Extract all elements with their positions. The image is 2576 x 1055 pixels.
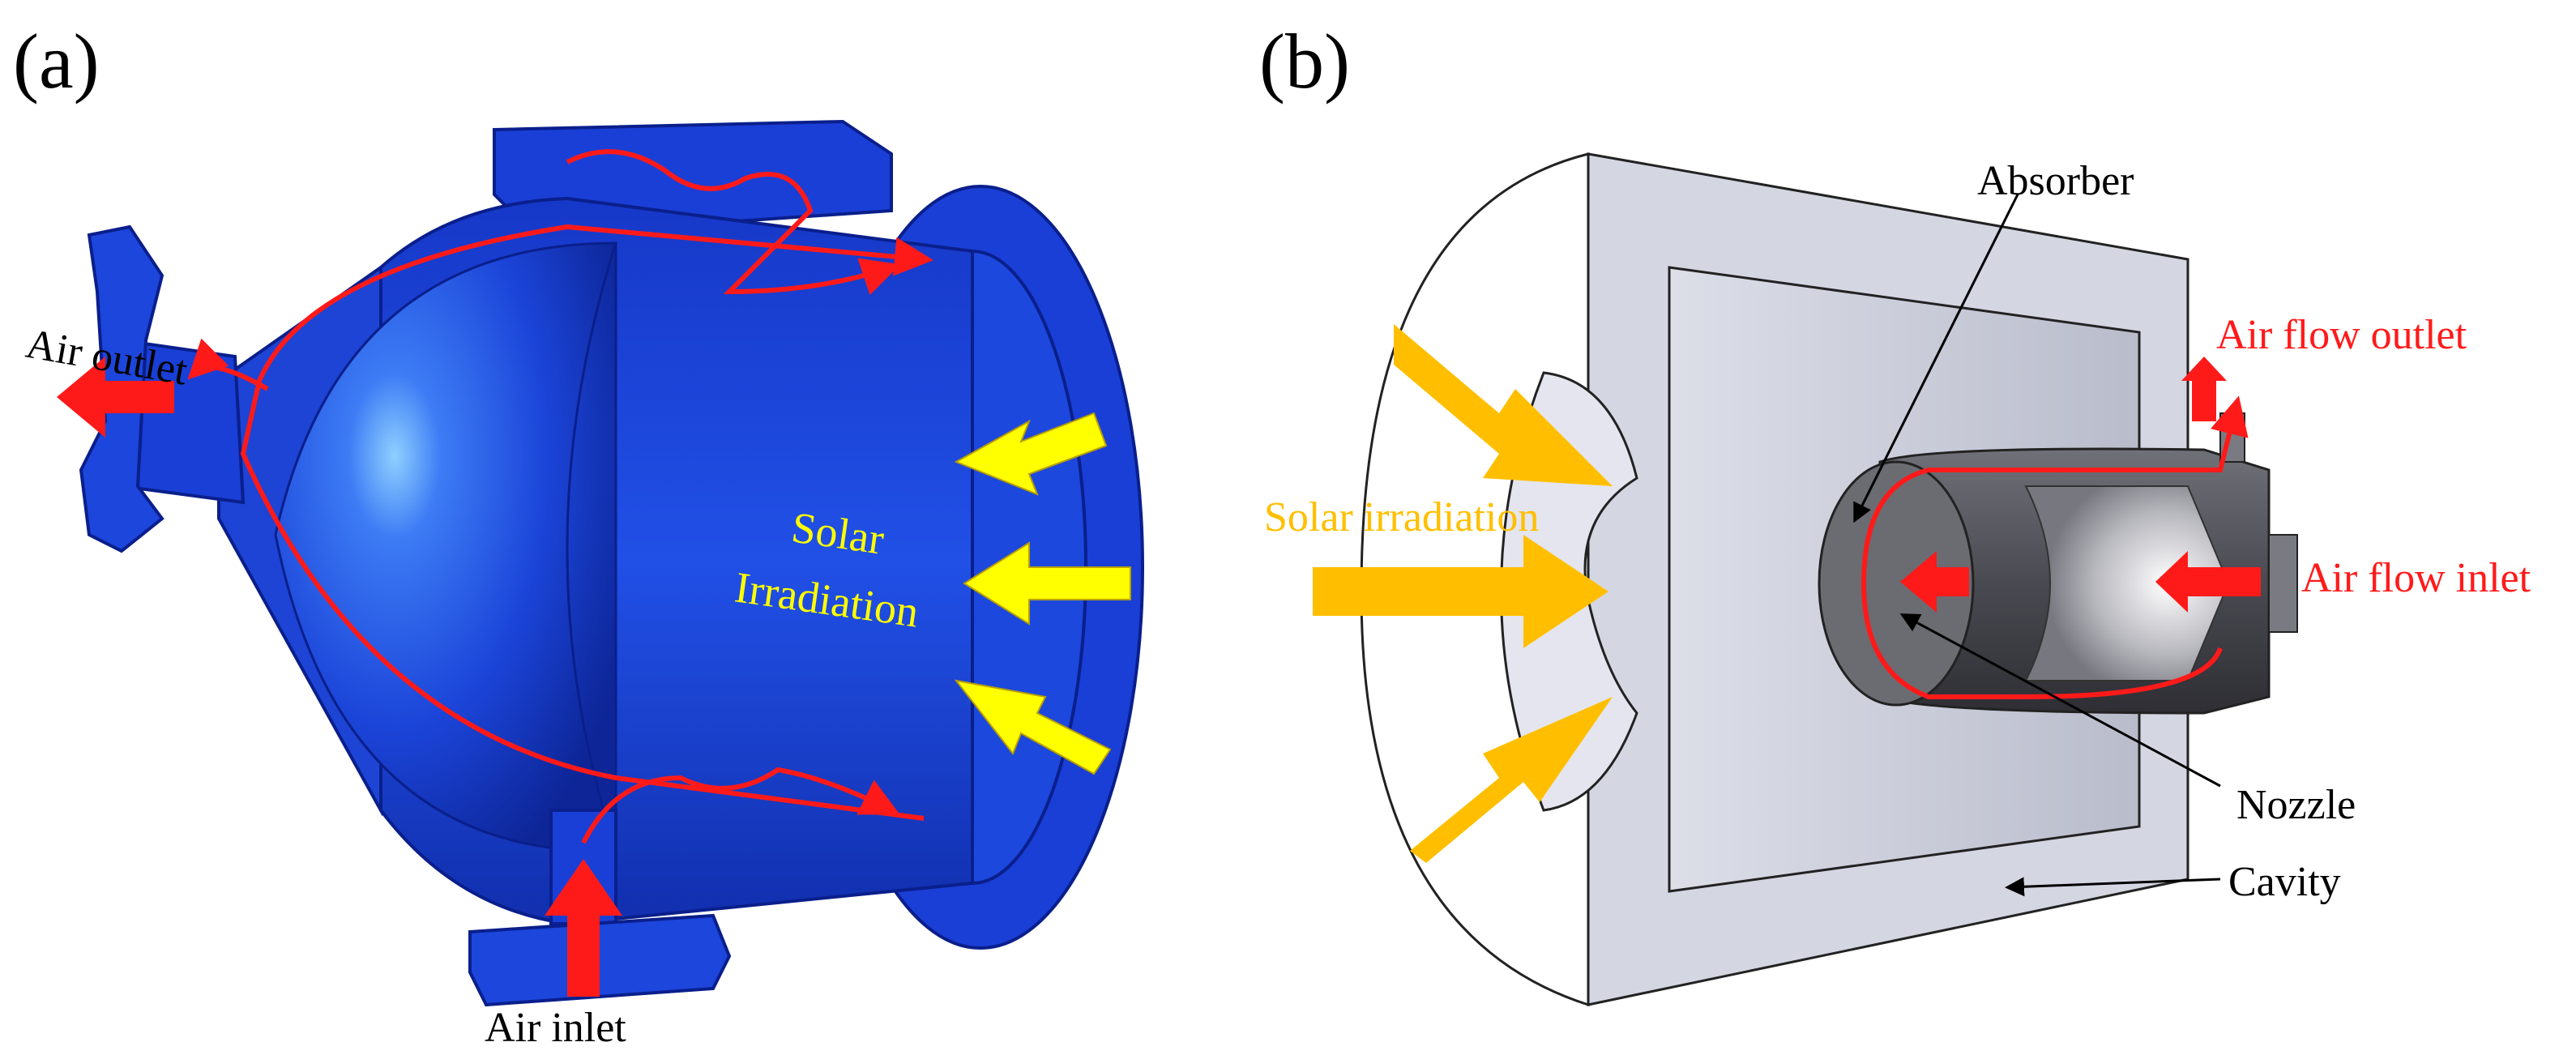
panel-a: (a): [13, 18, 1144, 1051]
air-outlet-arrow: [57, 357, 174, 438]
solar-arrows-b: [1313, 324, 1613, 863]
air-flow-outlet-arrow: [2181, 357, 2227, 421]
solar-arrow-a-2: [963, 541, 1131, 626]
solar-arrows-a: [954, 412, 1131, 775]
air-flow-outlet-label: Air flow outlet: [2216, 312, 2467, 358]
panel-b-label: (b): [1259, 18, 1350, 105]
solar-arrow-a-3: [954, 679, 1112, 775]
solar-arrow-b-2: [1313, 535, 1608, 648]
dome-seam: [566, 242, 617, 852]
nozzle-label: Nozzle: [2236, 782, 2356, 828]
panel-a-label: (a): [13, 18, 100, 105]
air-inlet-label: Air inlet: [485, 1005, 626, 1051]
panel-b: (b): [1259, 18, 2531, 1007]
flow-lines-b: [1860, 395, 2249, 699]
flow-path-loop-bottom: [581, 767, 900, 844]
solar-arrow-a-1: [954, 412, 1108, 496]
flow-path-lower: [240, 224, 933, 821]
solar-arrow-b-3: [1410, 697, 1613, 863]
air-flow-inlet-arrow: [2155, 551, 2261, 613]
flow-path-to-outlet: [187, 338, 269, 391]
solar-arrow-b-1: [1394, 324, 1613, 486]
flow-lines-a: [187, 149, 933, 844]
cavity-drawing: [1313, 152, 2298, 1007]
absorber-inlet-tube: [2268, 534, 2298, 633]
pointer-lines: [1853, 194, 2221, 897]
cavity-label: Cavity: [2228, 859, 2341, 905]
nozzle-flow-arrow: [1900, 551, 1969, 613]
cavity-pointer: [2005, 877, 2221, 897]
nozzle-pointer: [1899, 613, 2221, 788]
absorber-inner-cone: [2024, 485, 2230, 681]
flow-path-loop-top: [566, 149, 901, 296]
flow-path-b-loop: [1860, 395, 2249, 699]
receiver-a-drawing: [57, 119, 1144, 1007]
solar-irradiation-label: Solar irradiation: [1264, 494, 1539, 540]
receiver-dome: [274, 241, 617, 852]
air-inlet-arrow: [545, 859, 622, 997]
absorber-label: Absorber: [1977, 158, 2134, 204]
air-flow-inlet-label: Air flow inlet: [2301, 555, 2531, 601]
absorber-pointer: [1853, 194, 2019, 523]
